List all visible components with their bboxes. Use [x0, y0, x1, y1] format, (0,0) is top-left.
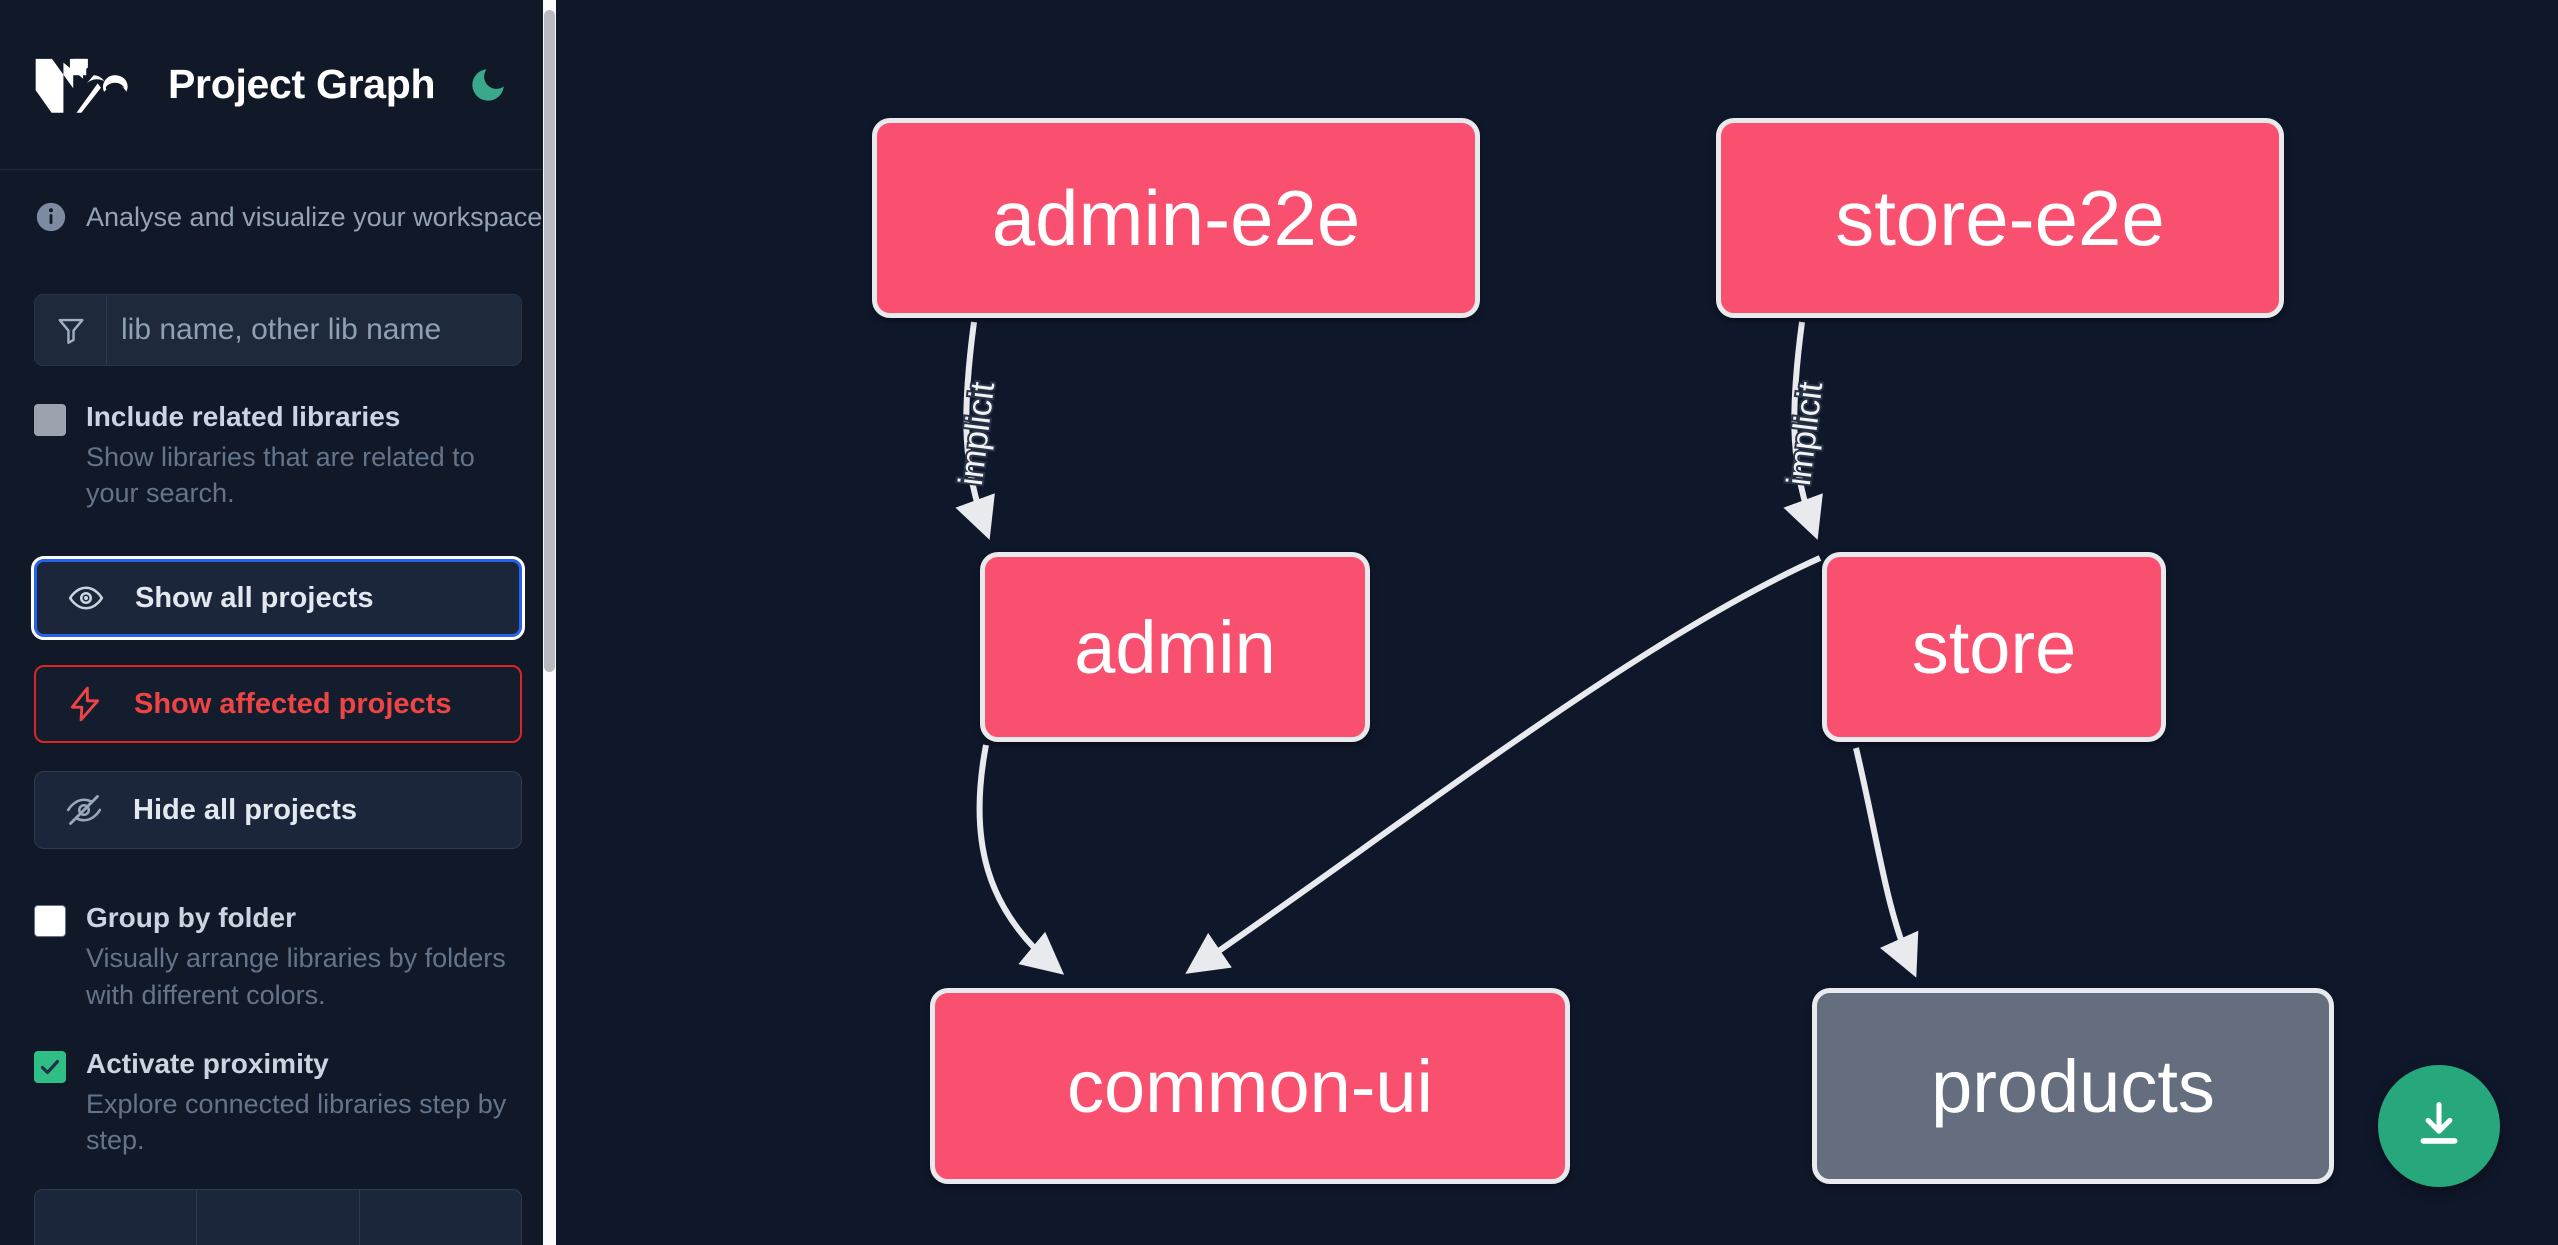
edge-label-implicit-admin: implicit [952, 379, 1002, 487]
graph-node-label: store-e2e [1835, 173, 2165, 262]
activate-proximity-description: Explore connected libraries step by step… [86, 1088, 507, 1155]
graph-node-products[interactable]: products [1812, 988, 2334, 1184]
graph-node-common-ui[interactable]: common-ui [930, 988, 1570, 1184]
bolt-icon [66, 685, 110, 723]
graph-node-label: products [1931, 1044, 2215, 1128]
eye-off-icon [65, 791, 109, 829]
moon-icon[interactable] [465, 62, 511, 108]
activate-proximity-label: Activate proximity [86, 1047, 329, 1079]
info-circle-icon [34, 200, 68, 234]
edge-admin-to-common-ui [976, 744, 1065, 975]
graph-node-label: admin [1074, 605, 1276, 689]
graph-node-label: admin-e2e [991, 173, 1361, 262]
page-title: Project Graph [168, 61, 436, 107]
checkbox-row-activate-proximity[interactable]: Activate proximity Explore connected lib… [0, 1013, 556, 1158]
proximity-segment-1[interactable] [35, 1190, 198, 1245]
proximity-segment-3[interactable] [360, 1190, 521, 1245]
graph-node-admin[interactable]: admin [980, 552, 1370, 742]
sidebar-info-text: Analyse and visualize your workspace. [86, 201, 550, 232]
checkbox-row-include-related-libraries[interactable]: Include related libraries Show libraries… [0, 366, 556, 511]
graph-node-store[interactable]: store [1822, 552, 2166, 742]
edge-store-e2e-to-store [1783, 321, 1823, 540]
graph-node-admin-e2e[interactable]: admin-e2e [872, 118, 1480, 318]
edge-store-to-common-ui [1185, 555, 1822, 974]
hide-all-projects-label: Hide all projects [133, 793, 358, 826]
sidebar-scrollbar-thumb[interactable] [544, 10, 555, 672]
proximity-segmented-control[interactable] [34, 1189, 522, 1245]
sidebar-header: Project Graph [0, 0, 556, 170]
group-by-folder-description: Visually arrange libraries by folders wi… [86, 943, 506, 1010]
edge-admin-e2e-to-admin [955, 321, 995, 540]
checkbox-row-group-by-folder[interactable]: Group by folder Visually arrange librari… [0, 867, 556, 1012]
nx-logo-icon [34, 54, 132, 116]
sidebar-scrollbar[interactable] [543, 0, 556, 1245]
include-related-libraries-description: Show libraries that are related to your … [86, 441, 475, 509]
download-icon [2410, 1095, 2468, 1158]
edge-store-to-products [1853, 747, 1919, 978]
hide-all-projects-button[interactable]: Hide all projects [34, 771, 522, 850]
graph-node-label: store [1911, 605, 2077, 689]
activate-proximity-checkbox[interactable] [34, 1050, 66, 1083]
eye-icon [67, 579, 111, 617]
show-all-projects-button[interactable]: Show all projects [31, 556, 525, 641]
search-input[interactable] [107, 295, 521, 365]
graph-node-store-e2e[interactable]: store-e2e [1716, 118, 2284, 318]
include-related-libraries-checkbox[interactable] [34, 404, 66, 436]
group-by-folder-checkbox[interactable] [34, 905, 66, 938]
search-box[interactable] [34, 294, 522, 366]
show-all-projects-label: Show all projects [135, 581, 374, 614]
include-related-libraries-label: Include related libraries [86, 401, 401, 432]
graph-canvas[interactable]: implicit implicit admin-e2e store-e2e ad… [556, 0, 2558, 1245]
download-button[interactable] [2378, 1065, 2500, 1187]
graph-edges: implicit implicit [950, 321, 1919, 978]
edge-label-implicit-store: implicit [1780, 379, 1830, 487]
sidebar: Project Graph Analyse and visualize your… [0, 0, 556, 1245]
filter-icon [35, 295, 107, 365]
sidebar-info-row: Analyse and visualize your workspace. [0, 170, 556, 250]
proximity-segment-2[interactable] [197, 1190, 360, 1245]
show-affected-projects-label: Show affected projects [134, 687, 452, 720]
group-by-folder-label: Group by folder [86, 902, 296, 934]
show-affected-projects-button[interactable]: Show affected projects [34, 665, 522, 744]
graph-node-label: common-ui [1067, 1044, 1433, 1128]
